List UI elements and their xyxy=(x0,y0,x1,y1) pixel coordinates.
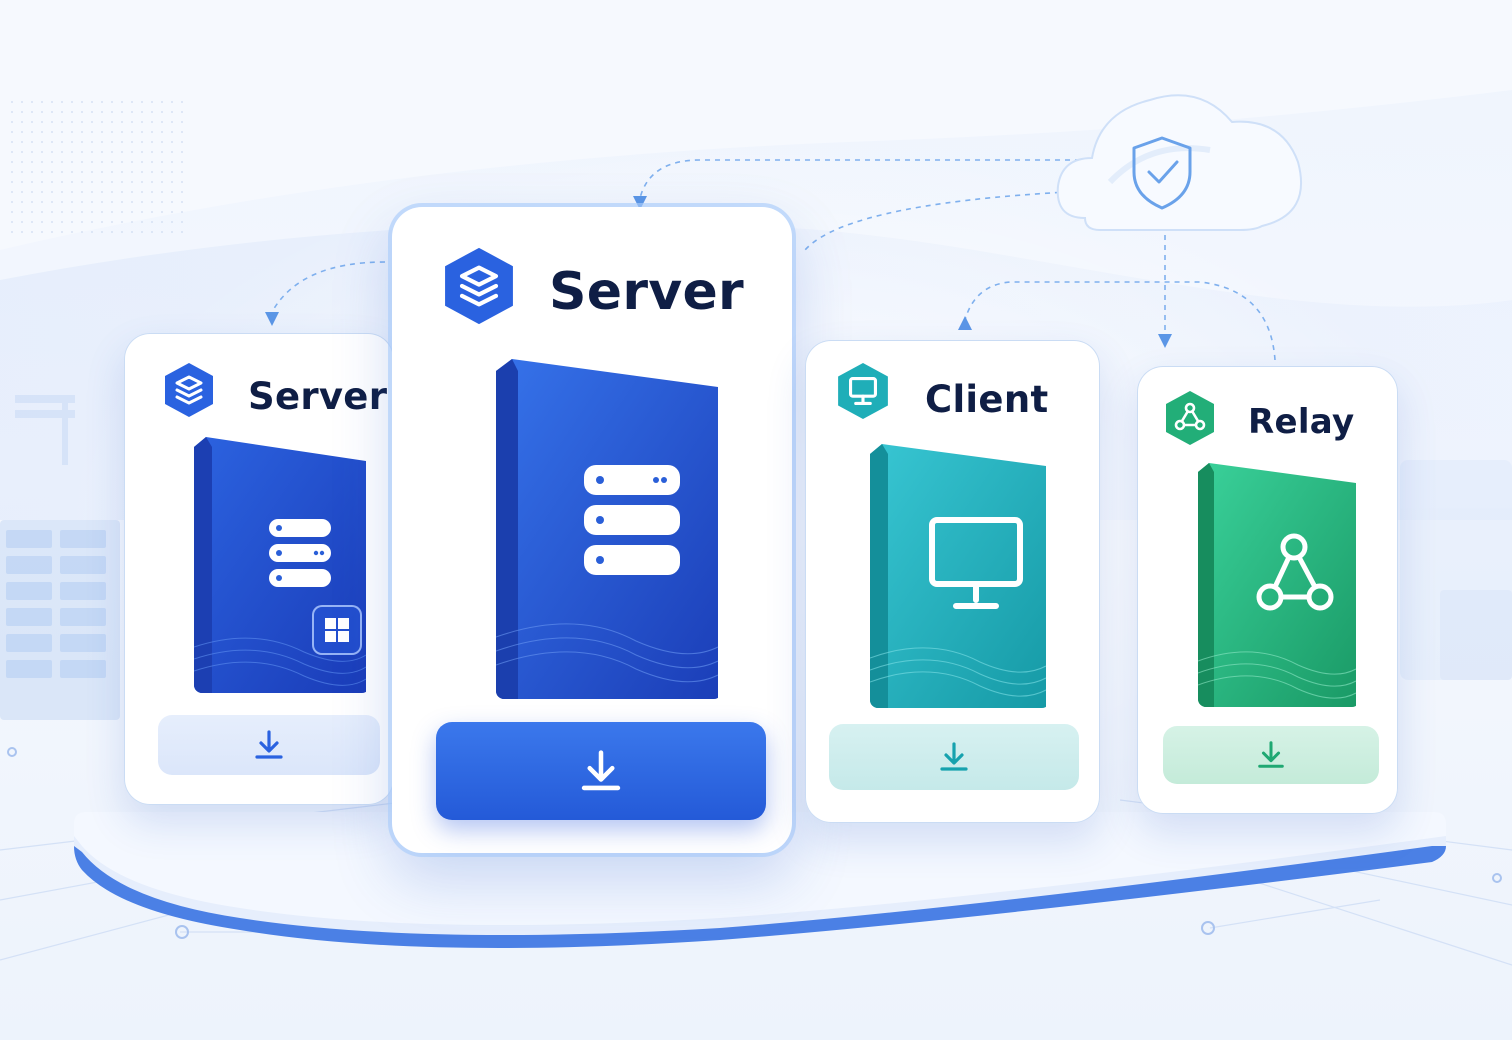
server-badge xyxy=(162,361,216,419)
card-title: Server xyxy=(248,375,388,418)
client-card: Client xyxy=(805,340,1100,823)
server-card-small: Server xyxy=(124,333,394,805)
monitor-icon xyxy=(929,517,1023,609)
shield-check-icon xyxy=(1132,136,1192,210)
relay-card: Relay xyxy=(1137,366,1398,814)
card-title: Relay xyxy=(1248,402,1355,442)
cloud-icon xyxy=(1056,94,1303,231)
network-nodes-icon xyxy=(1256,533,1334,611)
card-title: Client xyxy=(925,378,1049,421)
server-card-featured: Server xyxy=(392,207,792,853)
card-title: Server xyxy=(549,262,744,322)
windows-icon xyxy=(312,605,362,655)
relay-badge xyxy=(1163,388,1217,448)
download-button[interactable] xyxy=(1163,726,1379,784)
client-box xyxy=(870,444,1050,708)
download-icon xyxy=(255,730,283,759)
client-badge xyxy=(835,360,891,422)
network-nodes-icon xyxy=(1166,391,1214,445)
server-rack-icon xyxy=(269,519,331,587)
monitor-icon xyxy=(838,363,888,419)
download-icon xyxy=(581,750,621,791)
stack-icon xyxy=(445,247,513,325)
download-button[interactable] xyxy=(829,724,1079,790)
stack-icon xyxy=(165,363,213,417)
server-badge xyxy=(440,245,518,327)
server-rack-icon xyxy=(584,465,680,575)
download-button[interactable] xyxy=(158,715,380,775)
download-button[interactable] xyxy=(436,722,766,820)
server-box xyxy=(496,359,722,699)
download-icon xyxy=(940,742,968,771)
relay-box xyxy=(1198,463,1360,707)
download-icon xyxy=(1258,741,1284,768)
